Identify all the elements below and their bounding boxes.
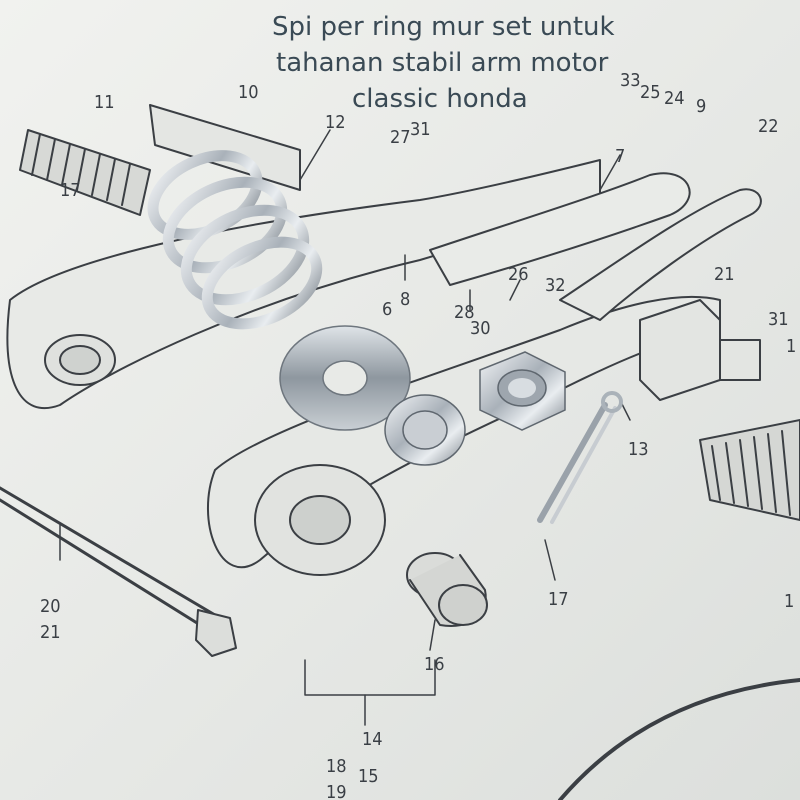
hex-nut: [479, 351, 566, 431]
flat-washer: [279, 325, 411, 431]
part-label: 25: [640, 82, 661, 103]
cotter-pin: [537, 391, 623, 524]
part-label: 11: [94, 92, 115, 113]
part-label: 7: [615, 146, 625, 167]
caption-line-3: classic honda: [352, 84, 528, 114]
part-label: 22: [758, 116, 779, 137]
part-label: 21: [714, 264, 735, 285]
part-label: 30: [470, 318, 491, 339]
part-label: 18: [326, 756, 347, 777]
footpeg-rubber-left: [19, 129, 151, 216]
part-label: 10: [238, 82, 259, 103]
spring-washer: [384, 394, 466, 466]
bushing-illustration: [406, 552, 488, 627]
caption-line-1: Spi per ring mur set untuk: [272, 12, 615, 42]
part-label: 13: [628, 439, 649, 460]
footpeg-rubber-right: [699, 419, 800, 521]
part-label: 28: [454, 302, 475, 323]
caption-line-2: tahanan stabil arm motor: [276, 48, 609, 78]
part-label: 33: [620, 70, 641, 91]
part-label: 15: [358, 766, 379, 787]
part-label: 12: [325, 112, 346, 133]
part-label: 31: [768, 309, 789, 330]
part-label: 16: [424, 654, 445, 675]
bar-part: [149, 104, 301, 191]
part-label: 1: [784, 591, 794, 612]
part-label: 1: [786, 336, 796, 357]
part-label: 6: [382, 299, 392, 320]
part-label: 27: [390, 127, 411, 148]
part-label: 20: [40, 596, 61, 617]
part-label: 17: [548, 589, 569, 610]
part-label: 24: [664, 88, 685, 109]
part-label: 32: [545, 275, 566, 296]
part-label: 8: [400, 289, 410, 310]
part-label: 9: [696, 96, 706, 117]
part-label: 17: [60, 180, 81, 201]
part-label: 19: [326, 782, 347, 800]
part-label: 31: [410, 119, 431, 140]
brake-pedal: [559, 188, 762, 321]
long-bolt: [0, 486, 217, 617]
part-label: 21: [40, 622, 61, 643]
part-label: 26: [508, 264, 529, 285]
part-label: 14: [362, 729, 383, 750]
coil-spring: [147, 150, 323, 330]
